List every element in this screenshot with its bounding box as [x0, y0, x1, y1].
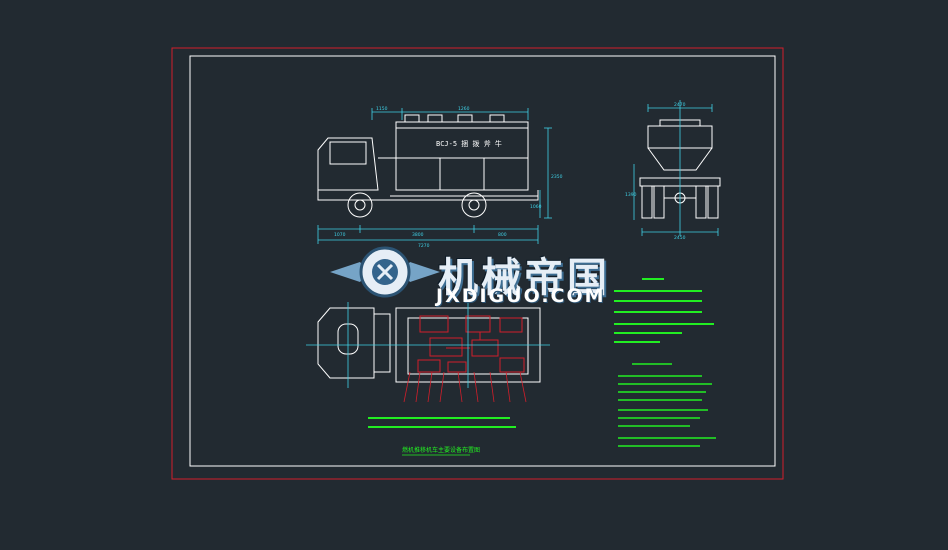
svg-text:3800: 3800 — [412, 232, 424, 238]
vehicle-label: BCJ-5 捆 拨 斧 牛 — [436, 139, 502, 148]
svg-text:1390: 1390 — [625, 192, 637, 198]
svg-text:1260: 1260 — [458, 106, 470, 112]
rear-dimension-texts: 2470 2450 1390 — [625, 102, 686, 241]
side-dimensions — [317, 108, 552, 244]
svg-text:1060: 1060 — [530, 204, 542, 210]
watermark-url: JXDIGUO.COM — [436, 285, 606, 307]
svg-text:2470: 2470 — [674, 102, 686, 108]
svg-text:1070: 1070 — [334, 232, 346, 238]
svg-text:1150: 1150 — [376, 106, 388, 112]
svg-text:2350: 2350 — [551, 174, 563, 180]
svg-text:800: 800 — [498, 232, 507, 238]
plan-leaders — [403, 371, 527, 403]
plan-title: 燃机推移机车主要设备布置图 — [402, 446, 480, 454]
plan-centerlines — [306, 302, 550, 388]
tech-notes-block — [614, 278, 714, 343]
watermark-text: 机械帝国 — [438, 255, 610, 301]
rear-dimensions — [633, 100, 719, 236]
svg-text:2450: 2450 — [674, 235, 686, 241]
outer-frame — [171, 47, 784, 480]
plan-equipment — [417, 315, 525, 373]
technical-requirements-block — [618, 363, 716, 447]
side-view — [317, 114, 539, 218]
svg-text:7270: 7270 — [418, 243, 430, 249]
watermark-logo — [330, 246, 440, 298]
side-dimension-texts: 1150 1260 1070 3800 800 7270 2350 1060 — [334, 106, 563, 249]
inner-frame — [189, 55, 776, 467]
part-list-annotations — [368, 417, 516, 428]
